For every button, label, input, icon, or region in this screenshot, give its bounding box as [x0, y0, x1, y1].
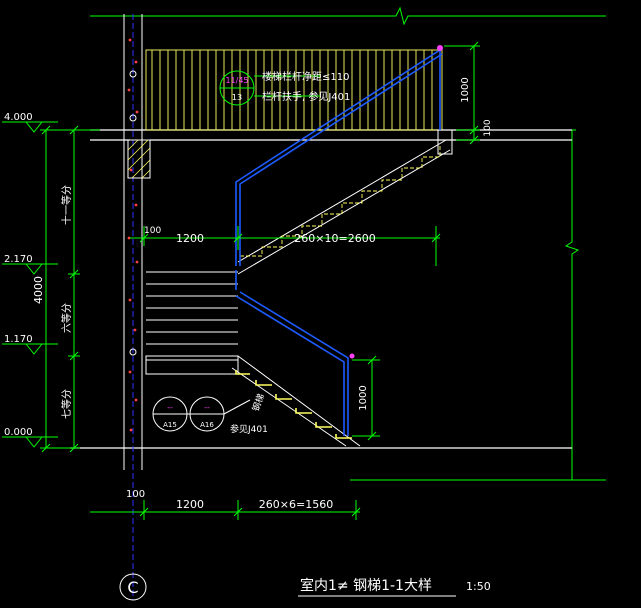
- upper-horizontal-dim: [130, 226, 441, 266]
- vertical-dimensions: [40, 125, 100, 453]
- flight-mid-dim: 六等分: [60, 303, 73, 333]
- steel-stair-label: 钢梯: [250, 392, 267, 413]
- drawing-title: 室内1≠ 钢梯1-1大样: [300, 577, 432, 594]
- beam-hatch: [127, 139, 151, 179]
- rail-end-lower: [349, 353, 355, 359]
- lower-rail-height-dim: [352, 355, 380, 441]
- upper-flight-label: 260×10=2600: [294, 232, 375, 245]
- bottom-landing-label: 1200: [176, 498, 204, 511]
- wall-column: [123, 14, 143, 600]
- total-height-dim: 4000: [32, 276, 45, 304]
- upper-stair-flight: [237, 129, 453, 275]
- stair-ref-note: 参见J401: [230, 423, 268, 435]
- elevation-4000: 4.000: [4, 112, 33, 123]
- handrails: [235, 48, 443, 436]
- bottom-flight-label: 260×6=1560: [259, 498, 333, 511]
- guardrail-note-1: 楼梯栏杆净距≤110: [262, 70, 349, 83]
- rail-end-upper: [437, 45, 443, 51]
- landing-step-label: 100: [483, 119, 493, 136]
- elevation-markers: [2, 121, 58, 448]
- right-break-line: [350, 129, 606, 481]
- flight-lower-dim: 七等分: [60, 389, 73, 419]
- guardrail-ref-bottom: 13: [232, 93, 242, 102]
- bubble-b-top: --: [204, 403, 210, 412]
- elevation-2170: 2.170: [4, 254, 33, 265]
- elevation-0000: 0.000: [4, 427, 33, 438]
- axis-bubble: [119, 573, 147, 601]
- landing-beam: [145, 355, 239, 375]
- flight-upper-dim: 十一等分: [60, 185, 73, 225]
- upper-offset-label: 100: [144, 226, 161, 236]
- lower-stair-flight: [231, 355, 361, 447]
- top-break-line: [90, 6, 606, 26]
- bottom-offset-label: 100: [126, 489, 145, 500]
- bubble-b-bottom: A16: [200, 421, 214, 429]
- railing-height-label: 1000: [460, 77, 471, 102]
- bubble-a-bottom: A15: [163, 421, 177, 429]
- railing-height-dim: [444, 41, 480, 145]
- guardrail-callout: [219, 70, 320, 106]
- landing-guard-bars: [146, 271, 238, 345]
- lower-rail-height-label: 1000: [358, 385, 369, 410]
- drawing-scale: 1:50: [466, 580, 491, 593]
- upper-guardrail: [145, 49, 443, 131]
- lower-callouts: [152, 396, 251, 432]
- guardrail-ref-top: 11/45: [225, 76, 248, 85]
- axis-label: C: [127, 578, 138, 597]
- bubble-a-top: --: [167, 403, 173, 412]
- upper-landing-label: 1200: [176, 232, 204, 245]
- bottom-horizontal-dim: [90, 500, 361, 520]
- elevation-1170: 1.170: [4, 334, 33, 345]
- guardrail-note-2: 栏杆扶手, 参见J401: [262, 90, 350, 103]
